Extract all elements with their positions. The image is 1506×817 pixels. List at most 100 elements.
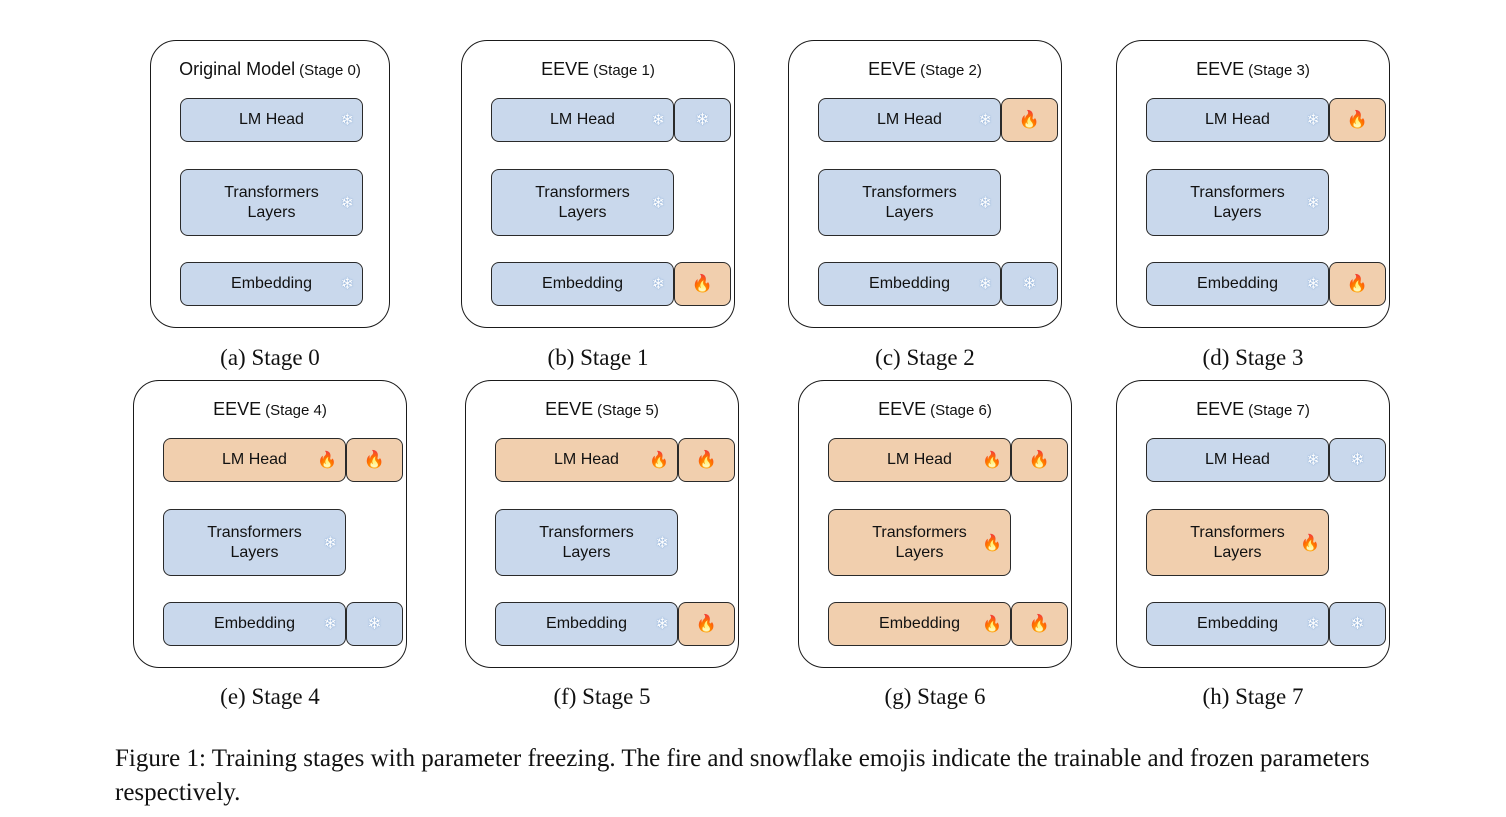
snowflake-icon: ❄ [651,192,665,212]
stage-title-main: EEVE [1196,399,1245,419]
transformers-block-label-line: Layers [562,543,611,561]
stage-title-main: EEVE [545,399,594,419]
lm-head-block: LM Head🔥 [828,438,1011,482]
fire-icon: 🔥 [363,449,386,470]
stage-title-sub: (Stage 7) [1248,402,1310,419]
lm-head-block-label: LM Head [222,450,287,470]
embedding-extension: ❄ [346,602,403,646]
snowflake-icon: ❄ [1350,613,1365,634]
transformers-block-label-line: Transformers [224,183,319,201]
stage-title-main: EEVE [868,59,917,79]
transformers-block-label-line: Transformers [1190,523,1285,541]
stage-title: EEVE(Stage 7) [1117,399,1389,420]
stage-title: EEVE(Stage 2) [789,59,1061,80]
lm-head-block-label-line: LM Head [239,111,304,128]
stage-title: EEVE(Stage 3) [1117,59,1389,80]
stage-title: EEVE(Stage 5) [466,399,738,420]
transformers-block-label-line: Layers [1213,203,1262,221]
lm-head-extension: ❄ [674,98,731,142]
transformers-block-label-line: Layers [230,543,279,561]
lm-head-block-label: LM Head [550,110,615,130]
stage-title-main: EEVE [541,59,590,79]
lm-head-block: LM Head ❄ [818,98,1001,142]
fire-icon: 🔥 [317,450,337,469]
lm-head-block-label: LM Head [1205,110,1270,130]
transformers-block-label-line: Transformers [862,183,957,201]
snowflake-icon: ❄ [978,192,992,212]
snowflake-icon: ❄ [1306,110,1320,129]
lm-head-block-label: LM Head [877,110,942,130]
fire-icon: 🔥 [1346,273,1369,294]
snowflake-icon: ❄ [655,532,669,552]
embedding-block-label-line: Embedding [542,275,623,292]
lm-head-block: LM Head ❄ [180,98,363,142]
transformers-block-label-line: Layers [885,203,934,221]
figure-caption: Figure 1: Training stages with parameter… [115,745,1370,806]
snowflake-icon: ❄ [695,109,710,130]
stage-title-sub: (Stage 2) [920,62,982,79]
embedding-block: Embedding🔥 [828,602,1011,646]
fire-icon: 🔥 [982,532,1002,552]
transformers-block-label-line: Layers [558,203,607,221]
fire-icon: 🔥 [982,450,1002,469]
stage-caption: (d) Stage 3 [1202,345,1304,370]
snowflake-icon: ❄ [1306,614,1320,633]
embedding-block-label-line: Embedding [231,275,312,292]
stage-title-main: EEVE [878,399,927,419]
lm-head-block-label: LM Head [239,110,304,130]
fire-icon: 🔥 [695,613,718,634]
embedding-block-label: Embedding [869,274,950,294]
lm-head-block-label: LM Head [1205,450,1270,470]
snowflake-icon: ❄ [323,532,337,552]
embedding-block: Embedding ❄ [163,602,346,646]
fire-icon: 🔥 [1346,109,1369,130]
lm-head-extension: 🔥 [1329,98,1386,142]
lm-head-block-label-line: LM Head [1205,451,1270,468]
snowflake-icon: ❄ [1306,450,1320,469]
snowflake-icon: ❄ [1306,274,1320,293]
embedding-block-label-line: Embedding [546,615,627,632]
fire-icon: 🔥 [982,614,1002,633]
snowflake-icon: ❄ [340,192,354,212]
stage-card-0: Original Model(Stage 0)LM Head❄Transform… [150,40,390,328]
transformers-block-label-line: Layers [1213,543,1262,561]
embedding-block: Embedding❄ [818,262,1001,306]
stage-caption: (g) Stage 6 [884,684,986,709]
snowflake-icon: ❄ [367,613,382,634]
lm-head-block: LM Head 🔥 [163,438,346,482]
snowflake-icon: ❄ [340,110,354,129]
transformers-block-label-line: Transformers [1190,183,1285,201]
stage-title: EEVE(Stage 1) [462,59,734,80]
lm-head-extension: ❄ [1329,438,1386,482]
stage-caption: (f) Stage 5 [553,684,651,709]
embedding-block: Embedding❄ [180,262,363,306]
stage-title-sub: (Stage 5) [597,402,659,419]
snowflake-icon: ❄ [323,614,337,633]
embedding-block-label: Embedding [214,614,295,634]
embedding-block: Embedding❄ [1146,262,1329,306]
snowflake-icon: ❄ [978,110,992,129]
lm-head-block: LM Head ❄ [1146,438,1329,482]
lm-head-block-label-line: LM Head [554,451,619,468]
embedding-block: Embedding❄ [495,602,678,646]
embedding-extension: ❄ [1329,602,1386,646]
embedding-extension: 🔥 [1011,602,1068,646]
snowflake-icon: ❄ [651,110,665,129]
embedding-block: Embedding❄ [1146,602,1329,646]
stage-caption: (h) Stage 7 [1202,684,1304,709]
lm-head-block-label: LM Head [554,450,619,470]
